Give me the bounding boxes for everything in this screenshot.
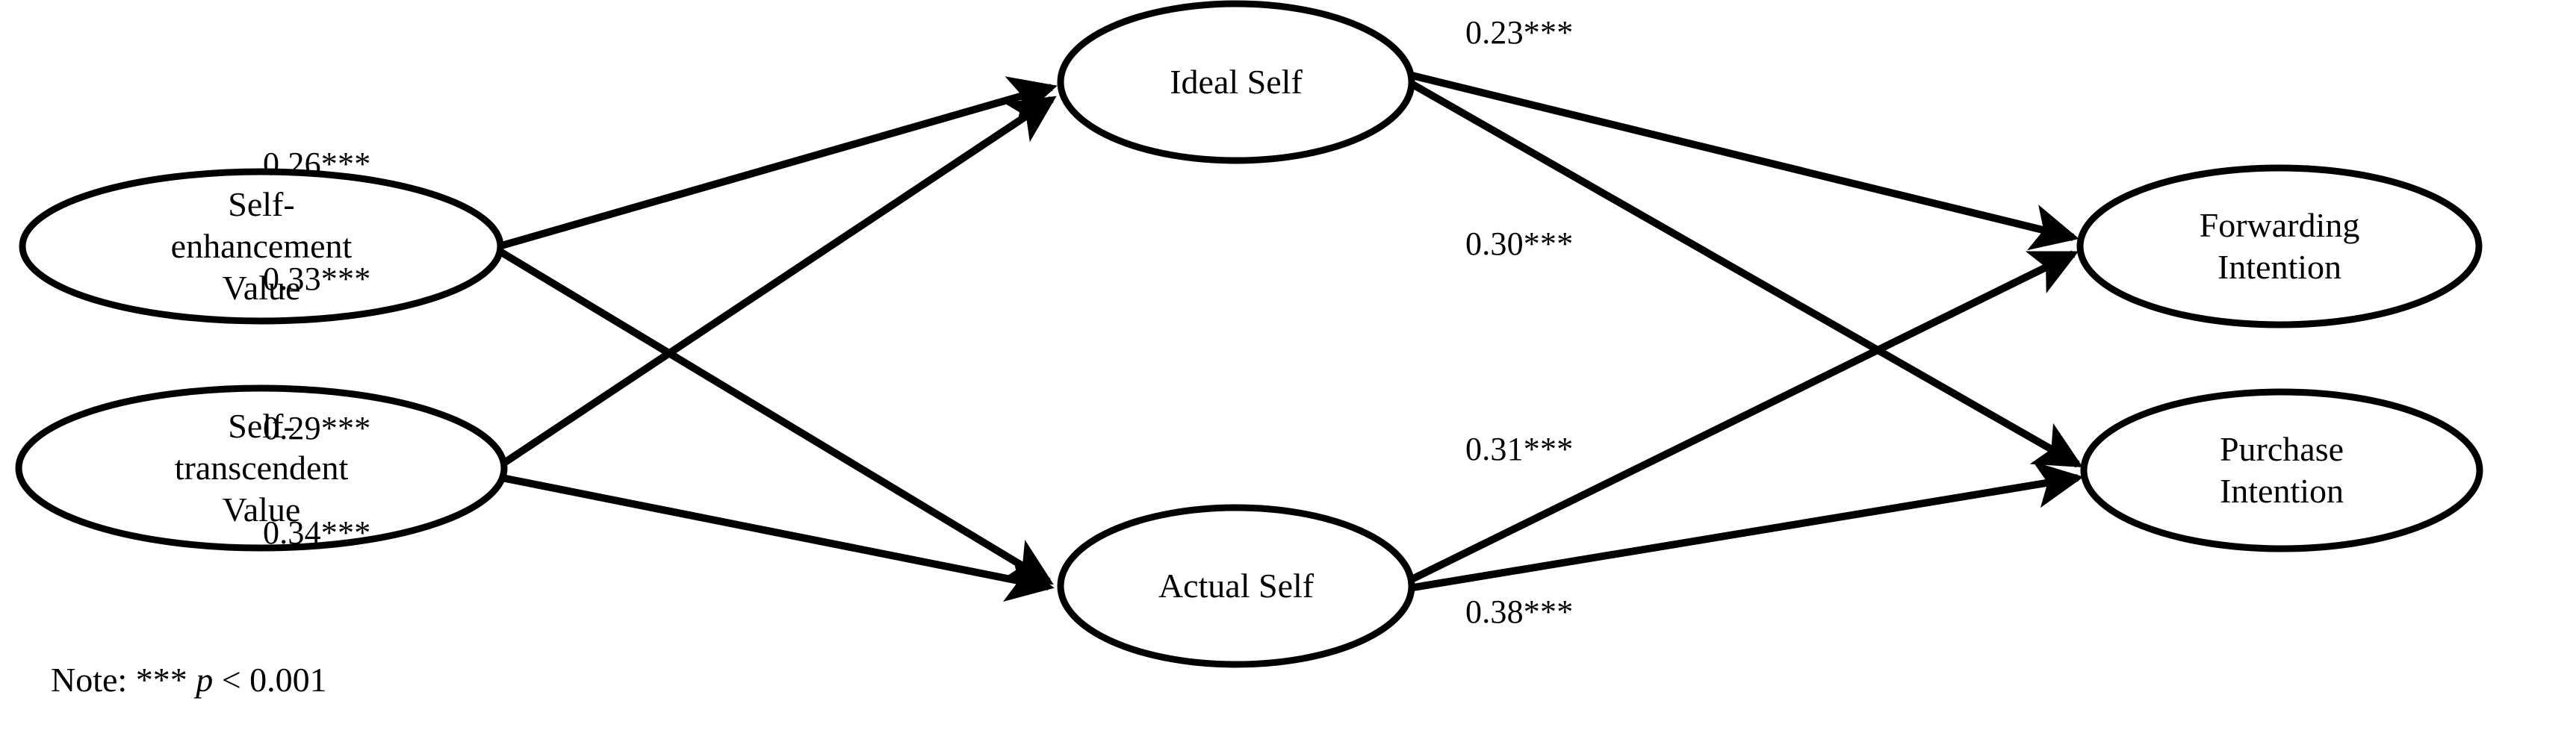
arrow-sev-to-actual: [497, 247, 1054, 585]
arrow-ideal-to-purchase: [1406, 78, 2083, 468]
figure-note: Note: *** p < 0.001: [51, 663, 327, 697]
ellipse-self-enhancement-value: [19, 168, 504, 325]
arrow-actual-to-forwarding: [1406, 250, 2079, 585]
ellipse-purchase-intention: [2080, 388, 2483, 552]
coefficient-label-actual-to-purchase: 0.38***: [1465, 593, 1574, 630]
coefficient-label-actual-to-forwarding: 0.31***: [1465, 431, 1574, 467]
arrow-ideal-to-forwarding: [1407, 71, 2079, 251]
coefficient-label-sev-to-actual: 0.33***: [263, 261, 371, 297]
arrow-stv-to-actual: [501, 474, 1055, 602]
ellipse-actual-self: [1057, 504, 1415, 668]
coefficient-label-ideal-to-forwarding: 0.23***: [1465, 14, 1574, 51]
note-suffix: < 0.001: [213, 661, 327, 699]
arrow-stv-to-ideal: [500, 96, 1057, 468]
coefficient-label-ideal-to-purchase: 0.30***: [1465, 225, 1574, 262]
coefficient-label-sev-to-ideal: 0.26***: [263, 146, 371, 182]
node-ellipses: [15, 0, 2483, 668]
ellipse-ideal-self: [1057, 0, 1415, 164]
arrow-actual-to-purchase: [1408, 461, 2084, 592]
arrow-sev-to-ideal: [497, 76, 1058, 250]
ellipse-self-transcendent-value: [15, 384, 508, 552]
note-italic-p: p: [196, 661, 214, 699]
path-arrows: [497, 71, 2084, 602]
coefficient-label-stv-to-actual: 0.34***: [263, 514, 371, 551]
ellipse-forwarding-intention: [2076, 164, 2483, 328]
note-prefix: Note: ***: [51, 661, 196, 699]
coefficient-label-stv-to-ideal: 0.29***: [263, 410, 371, 446]
